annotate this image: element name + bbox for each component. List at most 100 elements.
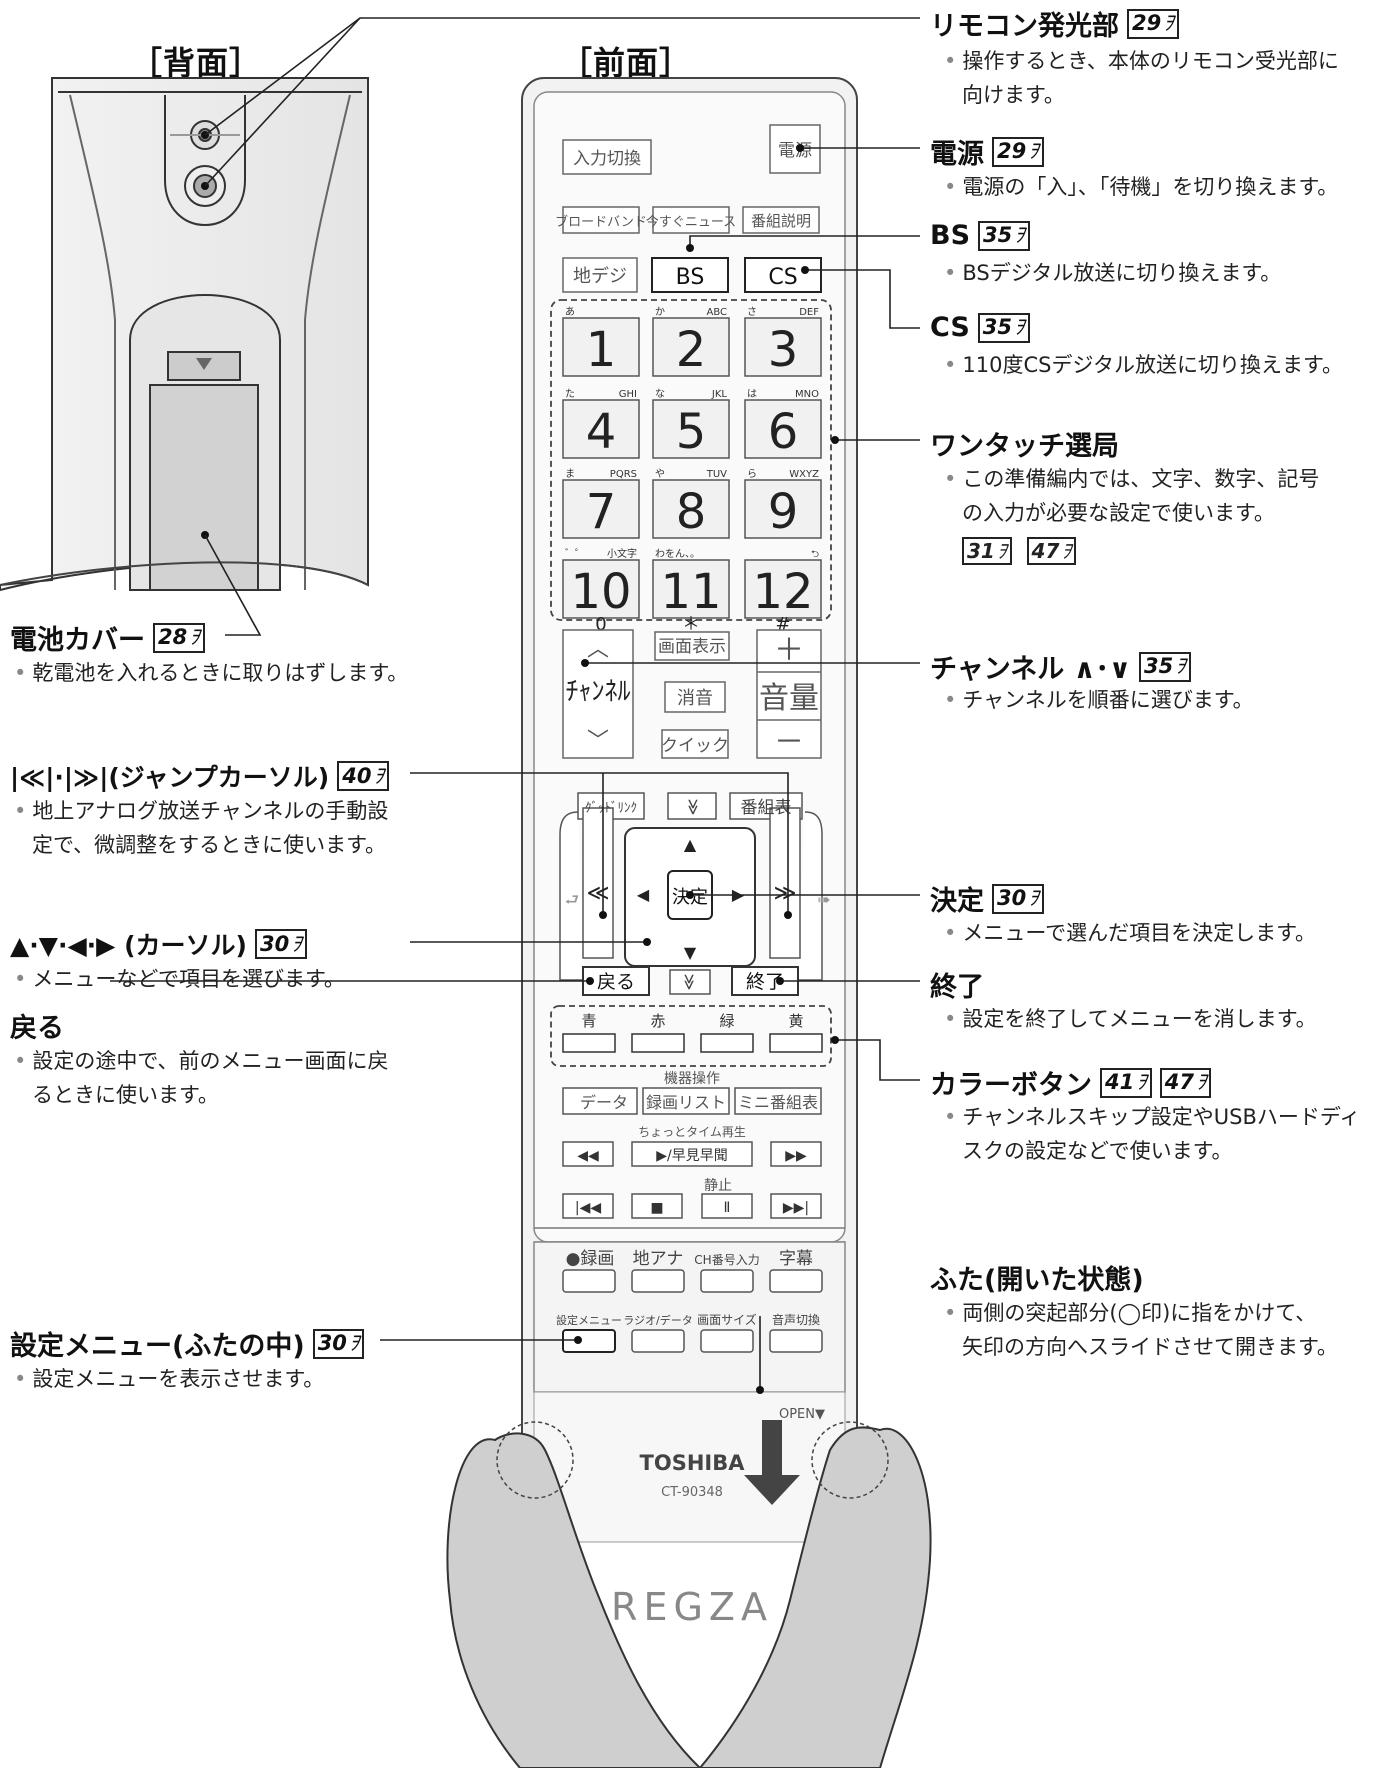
callout-back-desc: •設定の途中で、前のメニュー画面に戻 るときに使います。: [14, 1049, 389, 1107]
still-label[interactable]: 静止: [704, 1178, 732, 1194]
broadband-button[interactable]: ブロードバンド: [555, 214, 647, 230]
subtitle-button[interactable]: 字幕: [779, 1249, 813, 1269]
radio-data-button[interactable]: ラジオ/データ: [623, 1313, 693, 1327]
good-link-button[interactable]: ｸﾞｯﾄﾞﾘﾝｸ: [585, 801, 637, 816]
color-key[interactable]: [769, 1033, 823, 1053]
alpha-label: JKL: [711, 389, 728, 400]
color-key[interactable]: [631, 1033, 685, 1053]
regza-logo[interactable]: REGZA: [611, 1585, 773, 1629]
brand-logo[interactable]: TOSHIBA: [640, 1451, 746, 1475]
input-switch-button[interactable]: 入力切換: [573, 149, 641, 169]
fast-forward-button[interactable]: ▶▶: [785, 1148, 807, 1164]
analog-button[interactable]: 地アナ: [633, 1249, 684, 1269]
ch-number-button[interactable]: CH番号入力: [694, 1253, 759, 1267]
kana-label: さ: [747, 306, 757, 318]
bs-button[interactable]: BS: [676, 265, 705, 290]
color-button-0[interactable]: 青: [562, 1012, 616, 1053]
device-operation-label[interactable]: 機器操作: [664, 1071, 720, 1087]
back-button[interactable]: 戻る: [597, 971, 635, 993]
callout-onetouch-title: ワンタッチ選局: [930, 431, 1119, 462]
data-button[interactable]: データ: [580, 1093, 628, 1112]
page-up-button[interactable]: ≪: [683, 799, 702, 816]
pause-button[interactable]: Ⅱ: [724, 1200, 731, 1216]
volume-label[interactable]: 音量: [759, 681, 819, 716]
color-key[interactable]: [562, 1033, 616, 1053]
jump-back-button[interactable]: ≪: [586, 881, 609, 906]
display-button[interactable]: 画面表示: [658, 637, 726, 657]
cursor-down-button[interactable]: ▼: [684, 943, 697, 962]
number-label: 6: [768, 404, 799, 460]
remote-back-view: [0, 77, 369, 592]
volume-down-button[interactable]: －: [774, 725, 804, 760]
cursor-up-button[interactable]: ▲: [684, 835, 697, 854]
leader-lines: [110, 17, 920, 1390]
mini-epg-button[interactable]: ミニ番組表: [738, 1093, 818, 1112]
number-button-1[interactable]: 1あ: [562, 306, 640, 378]
mute-button[interactable]: 消音: [677, 688, 713, 709]
news-button[interactable]: 今すぐニュース: [646, 214, 736, 230]
model-number[interactable]: CT-90348: [661, 1485, 723, 1500]
screen-size-button[interactable]: 画面サイズ: [697, 1312, 757, 1327]
cursor-left-button[interactable]: ◀: [637, 885, 650, 904]
stop-button[interactable]: ■: [650, 1200, 663, 1216]
number-label: 10: [570, 564, 631, 620]
channel-label[interactable]: ﾁｬﾝﾈﾙ: [565, 677, 630, 707]
pause-playback-label[interactable]: ちょっとタイム再生: [638, 1125, 746, 1139]
numpad-group-outline: [550, 299, 832, 621]
slide-direction-arrow: [744, 1420, 800, 1505]
color-button-1[interactable]: 赤: [631, 1012, 685, 1053]
open-label[interactable]: OPEN▼: [779, 1407, 825, 1422]
power-button[interactable]: 電源: [778, 141, 812, 161]
channel-down-button[interactable]: ﹀: [587, 729, 609, 754]
epg-button[interactable]: 番組表: [741, 798, 792, 818]
record-button[interactable]: ●録画: [566, 1249, 615, 1269]
recording-list-button[interactable]: 録画リスト: [646, 1093, 726, 1112]
callout-lid-title: ふた(開いた状態): [930, 1265, 1144, 1296]
number-button-12[interactable]: 12⮌: [744, 549, 822, 620]
color-key[interactable]: [700, 1033, 754, 1053]
channel-up-button[interactable]: ︿: [587, 637, 609, 662]
jump-forward-button[interactable]: ≫: [773, 881, 796, 906]
audio-switch-button[interactable]: 音声切換: [772, 1312, 820, 1327]
alpha-label: ABC: [706, 307, 727, 318]
skip-forward-button[interactable]: ▶▶|: [783, 1200, 809, 1216]
cs-button[interactable]: CS: [768, 265, 797, 290]
callout-exit-title: 終了: [930, 972, 984, 1003]
number-button-10[interactable]: 10゛゜小文字: [562, 547, 640, 620]
page-down-button[interactable]: ≫: [680, 974, 699, 991]
settings-menu-button[interactable]: 設定メニュー: [556, 1313, 622, 1327]
grip-marker-left: [496, 1421, 574, 1499]
terrestrial-button[interactable]: 地デジ: [573, 266, 627, 287]
exit-button[interactable]: 終了: [746, 971, 784, 993]
play-button[interactable]: ▶/早見早聞: [656, 1148, 727, 1164]
quick-button[interactable]: クイック: [661, 736, 729, 756]
number-label: 5: [676, 404, 707, 460]
program-info-button[interactable]: 番組説明: [751, 212, 811, 230]
volume-up-button[interactable]: ＋: [774, 633, 804, 668]
color-button-2[interactable]: 緑: [700, 1012, 754, 1053]
alpha-label: ⮌: [811, 549, 819, 560]
skip-back-button[interactable]: |◀◀: [575, 1200, 601, 1216]
rewind-button[interactable]: ◀◀: [577, 1148, 599, 1164]
color-button-3[interactable]: 黄: [769, 1012, 823, 1053]
